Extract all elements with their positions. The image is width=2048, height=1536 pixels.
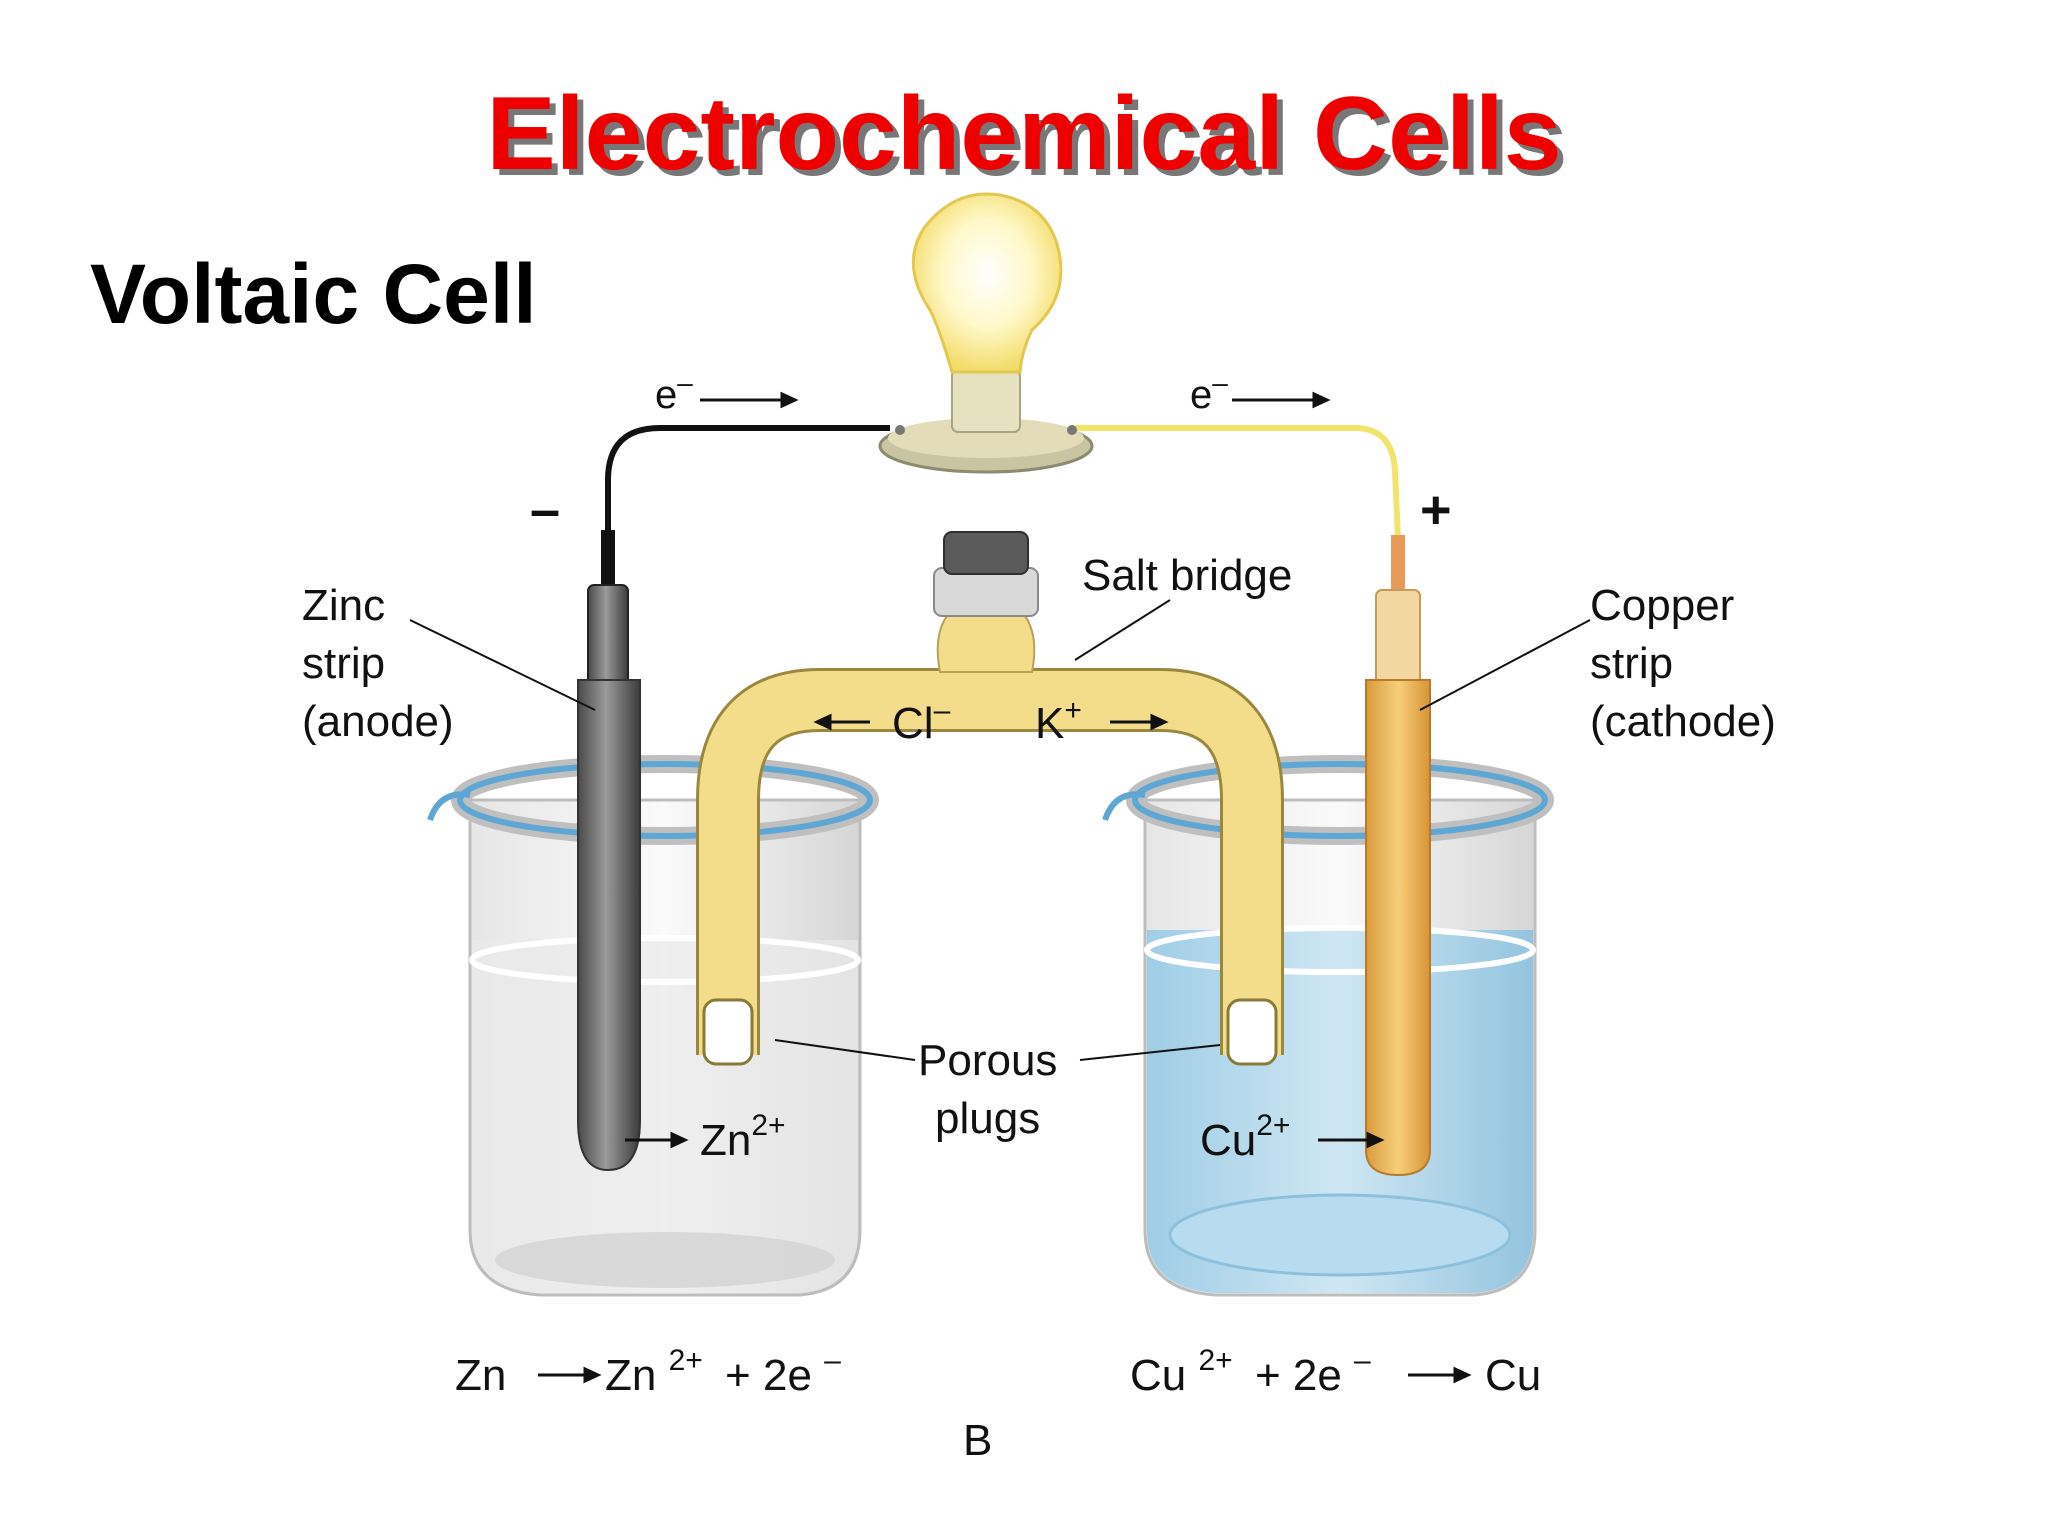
salt-bridge <box>696 531 1284 1066</box>
label-pointers <box>409 599 1591 1061</box>
copper-ion-label: Cu2+ <box>1200 1109 1290 1165</box>
slide-title: Electrochemical Cells <box>486 76 1562 192</box>
right-beaker <box>1102 755 1554 1297</box>
anode-half-reaction: Zn Zn 2+ + 2e – <box>455 1331 841 1400</box>
chloride-ion-label: Cl– <box>892 694 951 748</box>
left-beaker <box>427 755 879 1297</box>
slide-subtitle: Voltaic Cell <box>90 247 537 341</box>
porous-plugs-label: Porous plugs <box>918 1036 1070 1143</box>
zinc-ion-label: Zn2+ <box>700 1109 786 1165</box>
copper-strip-label: Copper strip (cathode) <box>1590 581 1776 746</box>
arrows <box>538 391 1472 1384</box>
anode-wire <box>605 425 890 548</box>
copper-electrode <box>1365 535 1431 1177</box>
positive-terminal-sign: + <box>1420 480 1452 540</box>
zinc-electrode <box>577 530 641 1172</box>
zinc-strip-label: Zinc strip (anode) <box>302 581 454 746</box>
negative-terminal-sign: – <box>530 480 560 540</box>
salt-bridge-label: Salt bridge <box>1082 551 1292 600</box>
figure-letter: B <box>963 1416 992 1465</box>
cathode-half-reaction: Cu 2+ + 2e – Cu <box>1130 1331 1541 1400</box>
potassium-ion-label: K+ <box>1035 694 1082 748</box>
light-bulb-icon <box>878 192 1094 474</box>
left-electron-label: e– <box>655 367 693 417</box>
cathode-wire <box>1075 425 1401 541</box>
right-electron-label: e– <box>1190 367 1228 417</box>
